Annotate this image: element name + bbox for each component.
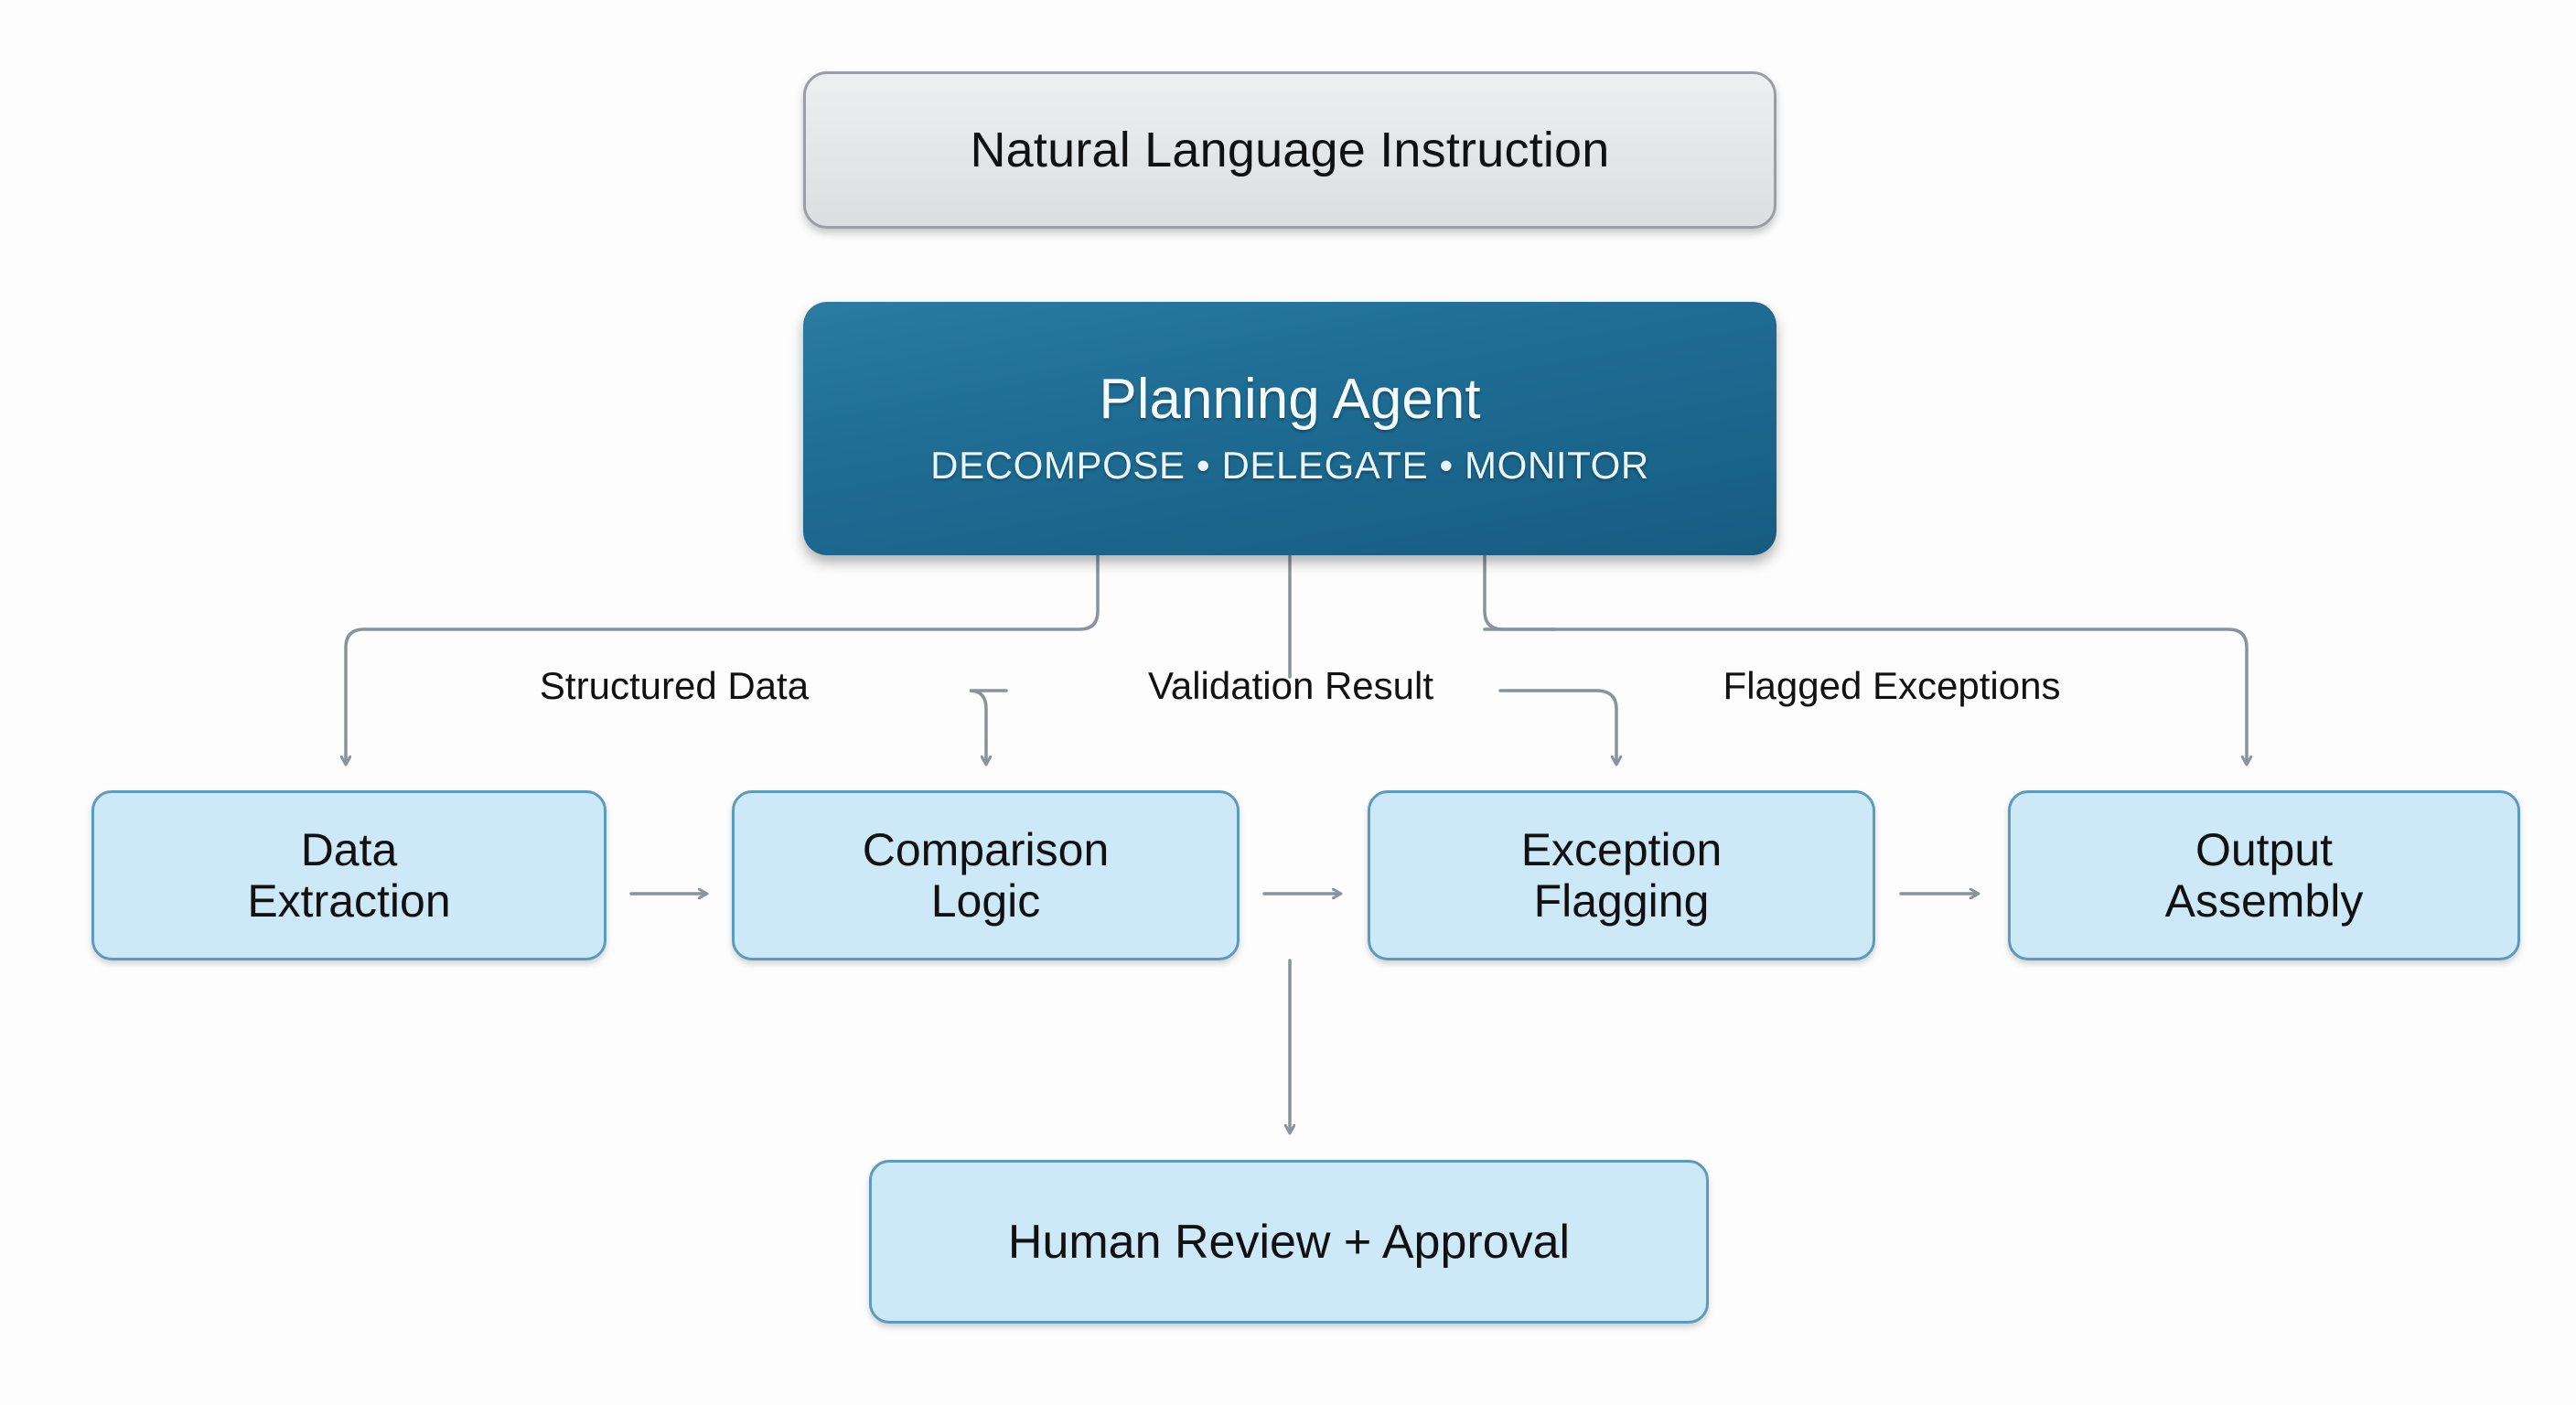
node-data-extraction[interactable]: Data Extraction: [91, 790, 606, 960]
edge-label-flagged-exceptions: Flagged Exceptions: [1723, 664, 2061, 707]
edge-agent-to-comparison-logic: [969, 553, 1292, 764]
human-review-label: Human Review + Approval: [1007, 1215, 1571, 1269]
exception-flagging-line1: Exception: [1520, 824, 1723, 875]
edge-label-validation-result: Validation Result: [1147, 664, 1434, 707]
data-extraction-line2: Extraction: [247, 875, 451, 927]
node-human-review-approval[interactable]: Human Review + Approval: [869, 1160, 1709, 1324]
node-natural-language-instruction[interactable]: Natural Language Instruction: [803, 71, 1776, 229]
node-planning-agent[interactable]: Planning Agent DECOMPOSE • DELEGATE • MO…: [803, 302, 1776, 555]
node-output-assembly[interactable]: Output Assembly: [2008, 790, 2520, 960]
exception-flagging-line2: Flagging: [1533, 875, 1710, 927]
edge-agent-to-data-extraction: [346, 553, 1100, 764]
node-comparison-logic[interactable]: Comparison Logic: [732, 790, 1240, 960]
node-exception-flagging[interactable]: Exception Flagging: [1368, 790, 1875, 960]
edge-label-structured-data: Structured Data: [539, 664, 810, 707]
comparison-logic-line2: Logic: [930, 875, 1041, 927]
data-extraction-line1: Data: [300, 824, 398, 875]
agent-subtitle: DECOMPOSE • DELEGATE • MONITOR: [930, 444, 1649, 488]
output-assembly-line2: Assembly: [2164, 875, 2364, 927]
comparison-logic-line1: Comparison: [862, 824, 1110, 875]
instruction-label: Natural Language Instruction: [970, 123, 1610, 177]
agent-title: Planning Agent: [1099, 367, 1481, 431]
output-assembly-line1: Output: [2195, 824, 2334, 875]
edge-agent-to-exception-flagging: [1483, 553, 1616, 764]
